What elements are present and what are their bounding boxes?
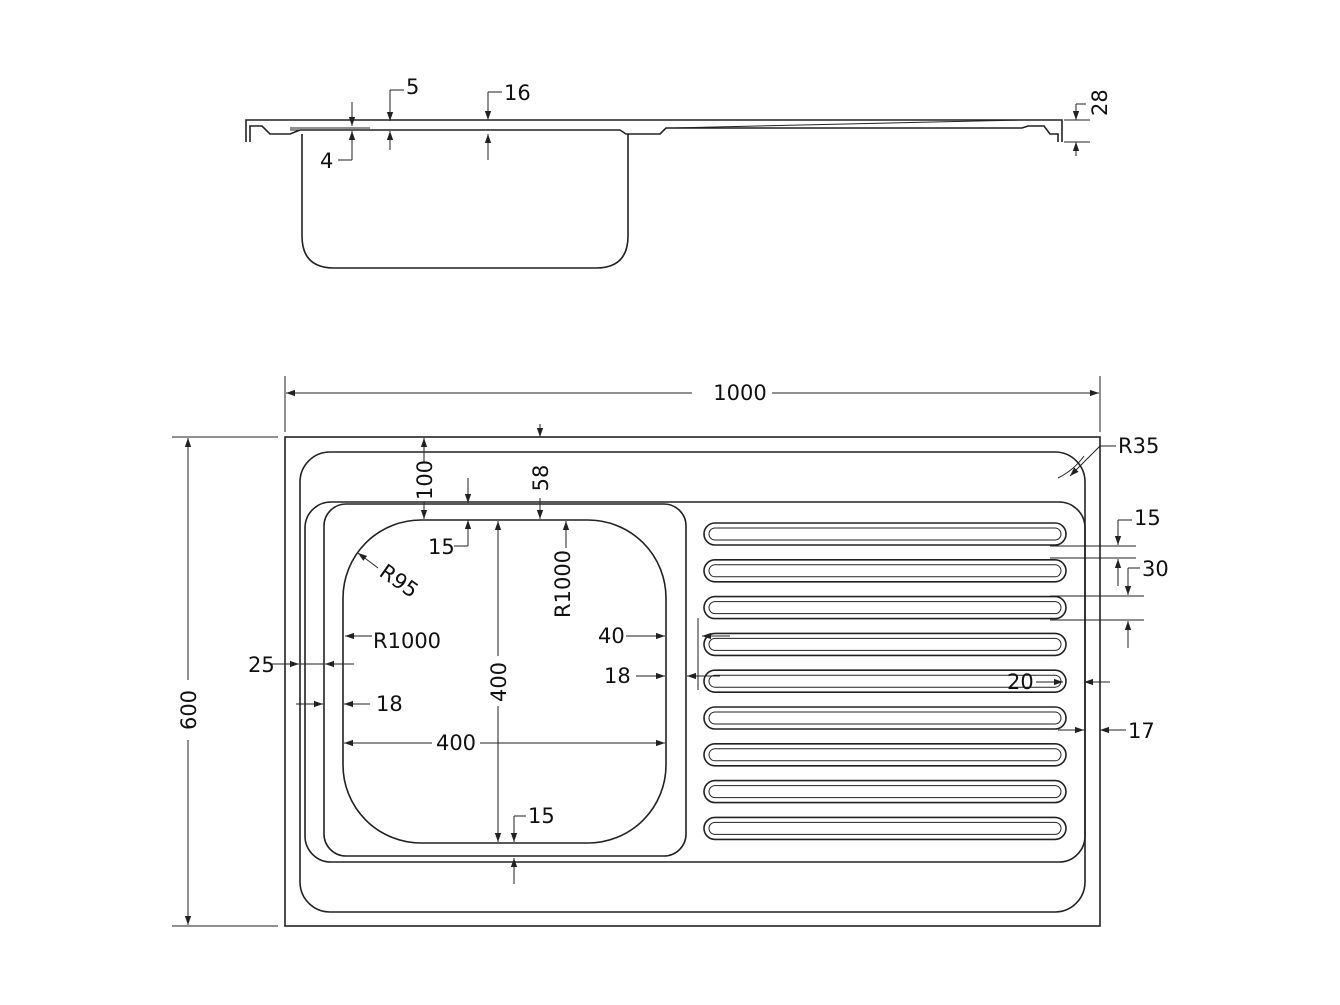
label-r1000-left: R1000	[373, 629, 441, 653]
drainer-groove-inner	[708, 748, 1062, 762]
side-deck-bottom	[249, 125, 1059, 142]
label-4: 4	[320, 149, 333, 173]
label-groove-20: 20	[1007, 670, 1034, 694]
label-58: 58	[529, 465, 553, 492]
label-1000: 1000	[713, 381, 766, 405]
drainer-groove-inner	[708, 711, 1062, 725]
label-15-bottom: 15	[528, 804, 555, 828]
label-400-h: 400	[436, 731, 476, 755]
label-18-left: 18	[376, 692, 403, 716]
label-r1000-top: R1000	[551, 550, 575, 618]
drainer-groove	[703, 779, 1067, 804]
label-groove-30: 30	[1142, 557, 1169, 581]
label-18-right: 18	[604, 664, 631, 688]
drainer-groove	[703, 595, 1067, 620]
bowl-surround	[323, 503, 687, 857]
sink-outline	[284, 436, 1101, 927]
side-view: 5 16 4 28	[245, 75, 1112, 269]
drainer-groove-inner	[708, 564, 1062, 578]
dim-r35-leader	[1069, 445, 1101, 477]
bowl	[342, 519, 667, 844]
label-r95: R95	[375, 559, 423, 602]
label-100: 100	[413, 460, 437, 500]
label-28: 28	[1088, 89, 1112, 116]
dim-r95-leader	[357, 552, 379, 569]
r35-arc-hint	[1057, 455, 1085, 479]
drainer-groove-inner	[708, 821, 1062, 835]
label-groove-17: 17	[1128, 719, 1155, 743]
drainer-groove	[703, 558, 1067, 583]
plan-view: 1000 600 R35 100 58 15 R95 R1000	[172, 376, 1169, 927]
label-25: 25	[248, 653, 275, 677]
drainer-groove	[703, 706, 1067, 730]
side-drainer-slope	[671, 119, 1021, 129]
drainer-groove-inner	[708, 601, 1062, 615]
label-groove-15: 15	[1134, 506, 1161, 530]
label-16: 16	[504, 81, 531, 105]
label-5: 5	[406, 75, 419, 99]
side-deck-top	[245, 119, 1063, 142]
drainer-groove	[703, 742, 1067, 767]
label-400-v: 400	[487, 662, 511, 702]
label-r35: R35	[1118, 434, 1159, 458]
label-40: 40	[598, 624, 625, 648]
drainer-groove	[703, 669, 1067, 694]
drainer-groove-inner	[708, 527, 1062, 541]
side-inner-lip	[290, 127, 370, 131]
drainer-groove-inner	[708, 785, 1062, 799]
bowl-drainer-frame	[304, 501, 1086, 863]
drainer-groove-inner	[708, 637, 1062, 651]
drainer-grooves	[703, 522, 1067, 841]
label-600: 600	[177, 690, 201, 730]
drainer-groove	[703, 522, 1067, 546]
label-15-top: 15	[428, 535, 455, 559]
drainer-groove	[703, 632, 1067, 657]
drainer-groove	[703, 816, 1067, 841]
side-bowl	[301, 134, 629, 269]
